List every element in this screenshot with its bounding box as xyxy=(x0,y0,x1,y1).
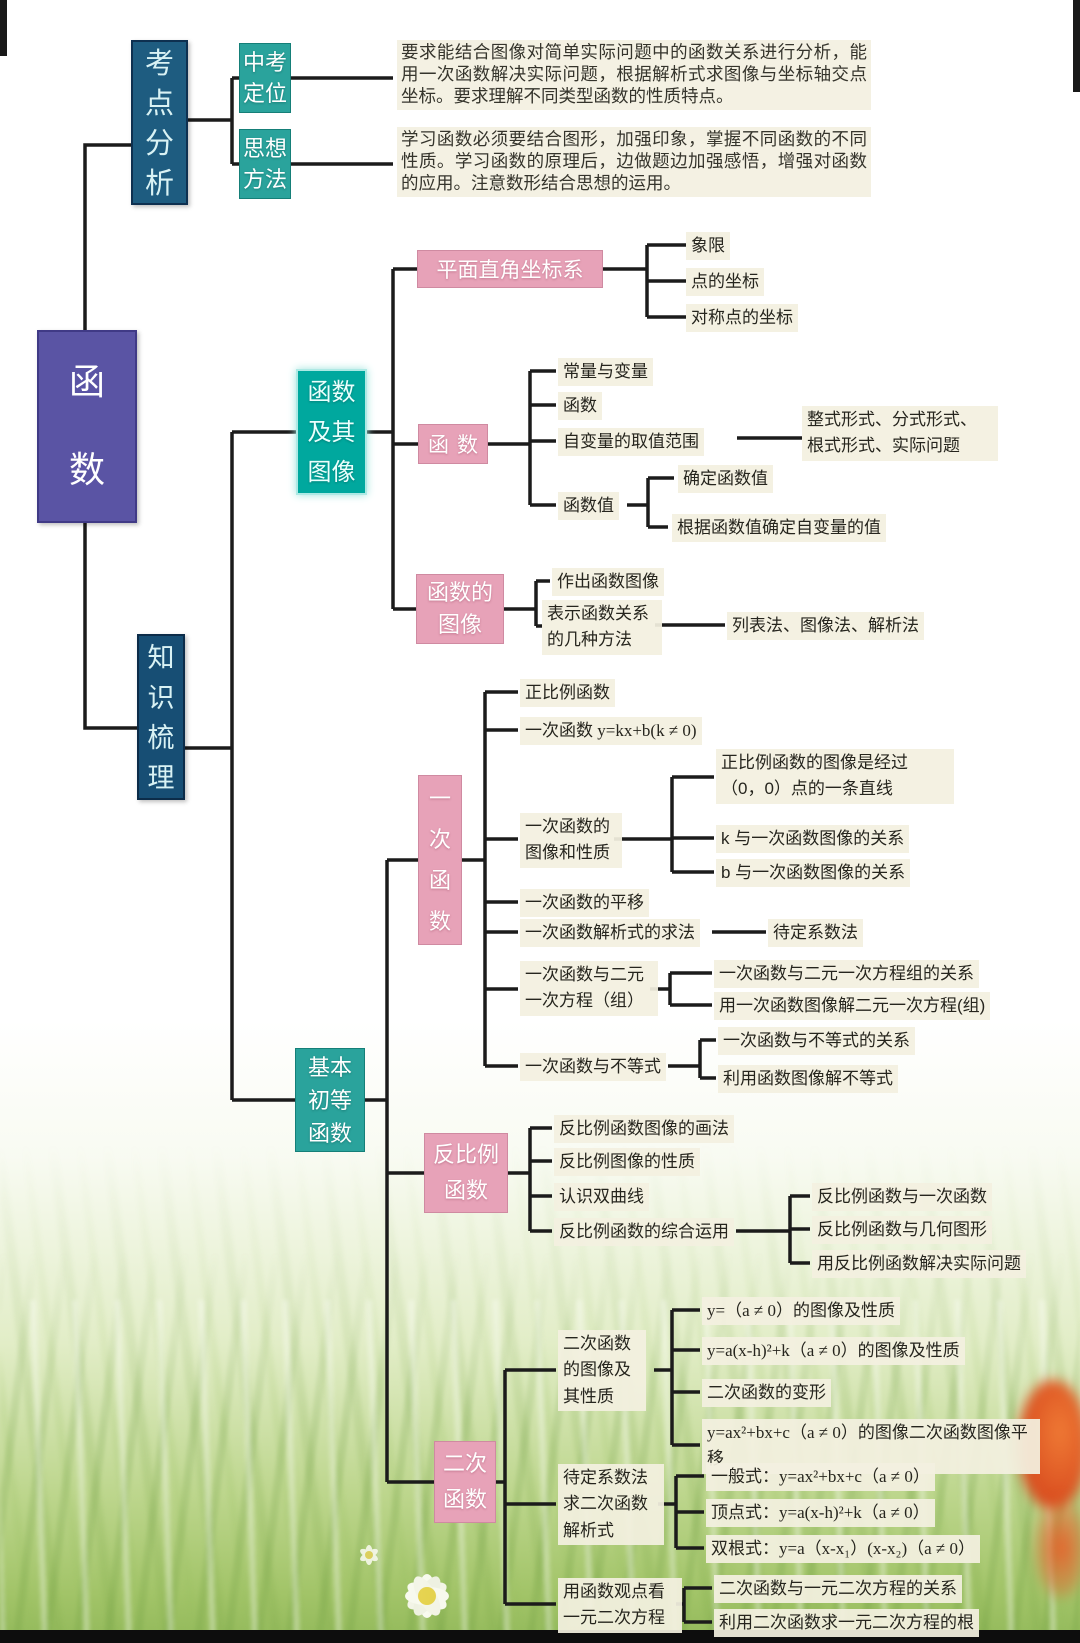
leaf-quadratic-and-equation-relation: 二次函数与一元二次方程的关系 xyxy=(714,1575,962,1603)
leaf-inverse-graph-drawing: 反比例函数图像的画法 xyxy=(554,1115,734,1143)
leaf-list-graph-analytic-methods: 列表法、图像法、解析法 xyxy=(727,612,924,640)
leaf-general-form: 一般式：y=ax²+bx+c（a ≠ 0） xyxy=(706,1463,935,1491)
leaf-draw-function-graph: 作出函数图像 xyxy=(552,568,664,596)
basic-elementary-functions-label: 基本初等函数 xyxy=(307,1055,352,1146)
leaf-inverse-graph-properties: 反比例图像的性质 xyxy=(554,1148,700,1176)
leaf-linear-translation: 一次函数的平移 xyxy=(520,889,649,917)
small-daisy-flower xyxy=(360,1545,378,1565)
leaf-inverse-practical-problems: 用反比例函数解决实际问题 xyxy=(812,1250,1026,1278)
leaf-undetermined-coefficients: 待定系数法 xyxy=(768,919,863,947)
leaf-inverse-and-linear: 反比例函数与一次函数 xyxy=(812,1183,992,1211)
leaf-double-root-form: 双根式：y=a（x-x₁）(x-x₂)（a ≠ 0） xyxy=(706,1535,981,1563)
node-basic-elementary-functions: 基本初等函数 xyxy=(295,1048,365,1152)
leaf-knowing-hyperbola: 认识双曲线 xyxy=(554,1183,649,1211)
leaf-quadratic-vertex-form-properties: y=a(x-h)²+k（a ≠ 0）的图像及性质 xyxy=(702,1337,965,1365)
node-thinking-method: 思想方法 xyxy=(239,129,291,199)
node-function: 函数 xyxy=(418,424,488,464)
leaf-function-view-of-quadratic-equation: 用函数观点看一元二次方程 xyxy=(558,1578,682,1633)
exam-positioning-label: 中考定位 xyxy=(242,50,287,106)
leaf-point-coordinates: 点的坐标 xyxy=(686,268,764,296)
leaf-determine-function-value: 确定函数值 xyxy=(678,465,773,493)
leaf-inverse-comprehensive-use: 反比例函数的综合运用 xyxy=(554,1218,734,1246)
thinking-method-label: 思想方法 xyxy=(242,136,287,192)
leaf-determine-variable-from-value: 根据函数值确定自变量的值 xyxy=(672,514,886,542)
node-linear-function: 一次函数 xyxy=(418,775,462,945)
branch-exam-analysis: 考点分析 xyxy=(131,40,188,205)
node-exam-positioning: 中考定位 xyxy=(239,43,291,113)
coordinate-system-label: 平面直角坐标系 xyxy=(436,259,584,282)
leaf-domain-forms: 整式形式、分式形式、根式形式、实际问题 xyxy=(802,406,998,461)
thinking-method-description: 学习函数必须要结合图形，加强印象，掌握不同函数的不同性质。学习函数的原理后，边做… xyxy=(397,127,871,197)
leaf-inequality-relation: 一次函数与不等式的关系 xyxy=(718,1027,915,1055)
node-function-and-graph: 函数及其图像 xyxy=(296,369,367,495)
leaf-quadratic-graph-properties: 二次函数的图像及其性质 xyxy=(558,1330,646,1412)
leaf-quadrant: 象限 xyxy=(686,232,730,260)
leaf-constants-variables: 常量与变量 xyxy=(558,358,653,386)
function-graph-label: 函数的图像 xyxy=(427,580,494,637)
quadratic-function-label: 二次函数 xyxy=(442,1451,487,1512)
leaf-b-relation: b 与一次函数图像的关系 xyxy=(716,859,911,887)
leaf-relation-with-system: 一次函数与二元一次方程组的关系 xyxy=(714,960,979,988)
leaf-solve-system-by-graph: 用一次函数图像解二元一次方程(组) xyxy=(714,992,991,1020)
leaf-linear-definition: 一次函数 y=kx+b(k ≠ 0) xyxy=(520,717,702,745)
branch-knowledge-review: 知识梳理 xyxy=(137,634,185,800)
leaf-ways-to-express-function: 表示函数关系的几种方法 xyxy=(542,600,662,655)
exam-positioning-description: 要求能结合图像对简单实际问题中的函数关系进行分析，能用一次函数解决实际问题，根据… xyxy=(397,40,871,110)
leaf-proportional-graph-through-origin: 正比例函数的图像是经过（0，0）点的一条直线 xyxy=(716,749,954,804)
leaf-proportional-function: 正比例函数 xyxy=(520,679,615,707)
knowledge-review-label: 知识梳理 xyxy=(147,643,175,793)
leaf-vertex-form: 顶点式：y=a(x-h)²+k（a ≠ 0） xyxy=(706,1499,935,1527)
node-coordinate-system: 平面直角坐标系 xyxy=(417,250,603,288)
leaf-quadratic-basic-form: y=（a ≠ 0）的图像及性质 xyxy=(702,1297,900,1325)
leaf-symmetric-point-coordinates: 对称点的坐标 xyxy=(686,304,798,332)
leaf-linear-and-system-of-equations: 一次函数与二元一次方程（组） xyxy=(520,961,658,1016)
leaf-inverse-and-geometry: 反比例函数与几何图形 xyxy=(812,1216,992,1244)
leaf-linear-graph-properties: 一次函数的图像和性质 xyxy=(520,813,622,868)
leaf-linear-and-inequality: 一次函数与不等式 xyxy=(520,1053,666,1081)
photo-edge-artifact xyxy=(0,0,7,56)
inverse-function-label: 反比例函数 xyxy=(432,1142,499,1203)
linear-function-label: 一次函数 xyxy=(428,786,451,934)
root-label: 函数 xyxy=(68,361,105,490)
node-function-graph: 函数的图像 xyxy=(416,574,504,644)
leaf-function-item: 函数 xyxy=(558,392,602,420)
function-label: 函数 xyxy=(428,434,486,457)
leaf-undetermined-coefficients-quadratic: 待定系数法求二次函数解析式 xyxy=(558,1464,664,1546)
leaf-solve-inequality-by-graph: 利用函数图像解不等式 xyxy=(718,1065,898,1093)
leaf-finding-analytic-expression: 一次函数解析式的求法 xyxy=(520,919,700,947)
red-flower xyxy=(1035,1498,1080,1598)
leaf-function-value: 函数值 xyxy=(558,492,619,520)
root-node-function: 函数 xyxy=(37,330,137,523)
leaf-quadratic-transformation: 二次函数的变形 xyxy=(702,1379,831,1407)
leaf-k-relation: k 与一次函数图像的关系 xyxy=(716,825,910,853)
exam-analysis-label: 考点分析 xyxy=(144,48,174,200)
photo-edge-artifact xyxy=(1073,0,1080,92)
leaf-domain-of-variable: 自变量的取值范围 xyxy=(558,428,704,456)
function-and-graph-label: 函数及其图像 xyxy=(307,379,356,486)
node-quadratic-function: 二次函数 xyxy=(434,1441,496,1523)
leaf-find-roots-by-quadratic: 利用二次函数求一元二次方程的根 xyxy=(714,1609,979,1637)
daisy-flower xyxy=(405,1574,449,1618)
node-inverse-function: 反比例函数 xyxy=(424,1133,508,1213)
